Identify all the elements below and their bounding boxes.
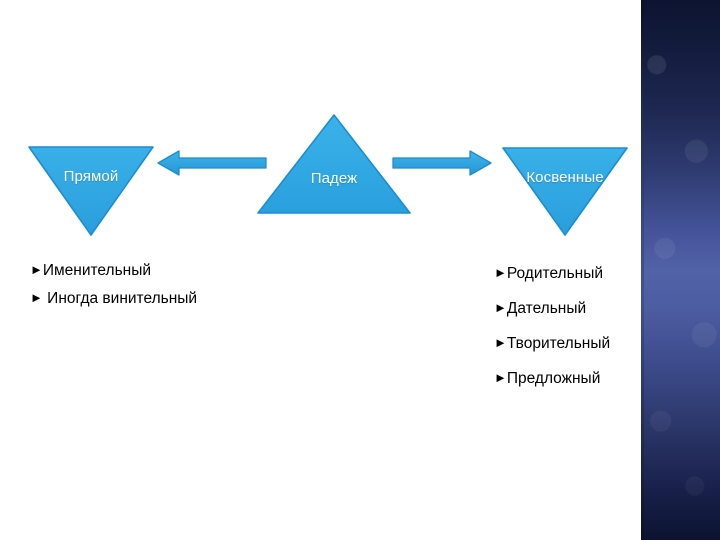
shape-direct-triangle[interactable]: Прямой bbox=[28, 146, 154, 236]
list-item: ►Творительный bbox=[494, 335, 610, 353]
oblique-case-list: ►Родительный ►Дательный ►Творительный ►П… bbox=[494, 265, 610, 405]
bullet-marker-icon: ► bbox=[494, 300, 507, 315]
list-item-label: Предложный bbox=[506, 370, 601, 387]
arrow-left bbox=[157, 148, 267, 178]
triangle-down-icon bbox=[28, 146, 154, 236]
direct-case-list: ►Именительный ► Иногда винительный bbox=[30, 262, 197, 318]
bullet-marker-icon: ► bbox=[494, 370, 507, 385]
list-item: ►Именительный bbox=[30, 262, 197, 280]
list-item: ►Предложный bbox=[494, 370, 610, 388]
list-item-label: Именительный bbox=[42, 262, 152, 279]
list-item-label: Дательный bbox=[506, 300, 587, 317]
list-item-label: Иногда винительный bbox=[42, 290, 198, 307]
arrow-right-icon bbox=[392, 150, 492, 176]
shape-oblique-triangle[interactable]: Косвенные bbox=[502, 147, 628, 236]
arrow-right bbox=[392, 148, 492, 178]
triangle-up-icon bbox=[257, 114, 411, 214]
panel-left-edge bbox=[641, 0, 644, 540]
bullet-marker-icon: ► bbox=[494, 335, 507, 350]
bullet-marker-icon: ► bbox=[30, 262, 43, 277]
shape-case-triangle[interactable]: Падеж bbox=[257, 114, 411, 214]
list-item: ►Родительный bbox=[494, 265, 610, 283]
panel-texture bbox=[641, 0, 720, 540]
triangle-down-icon bbox=[502, 147, 628, 236]
bullet-marker-icon: ► bbox=[494, 265, 507, 280]
decorative-side-panel bbox=[641, 0, 720, 540]
list-item-label: Родительный bbox=[506, 265, 604, 282]
list-item-label: Творительный bbox=[506, 335, 611, 352]
arrow-left-icon bbox=[157, 150, 267, 176]
list-item: ► Иногда винительный bbox=[30, 290, 197, 308]
list-item: ►Дательный bbox=[494, 300, 610, 318]
bullet-marker-icon: ► bbox=[30, 290, 43, 305]
